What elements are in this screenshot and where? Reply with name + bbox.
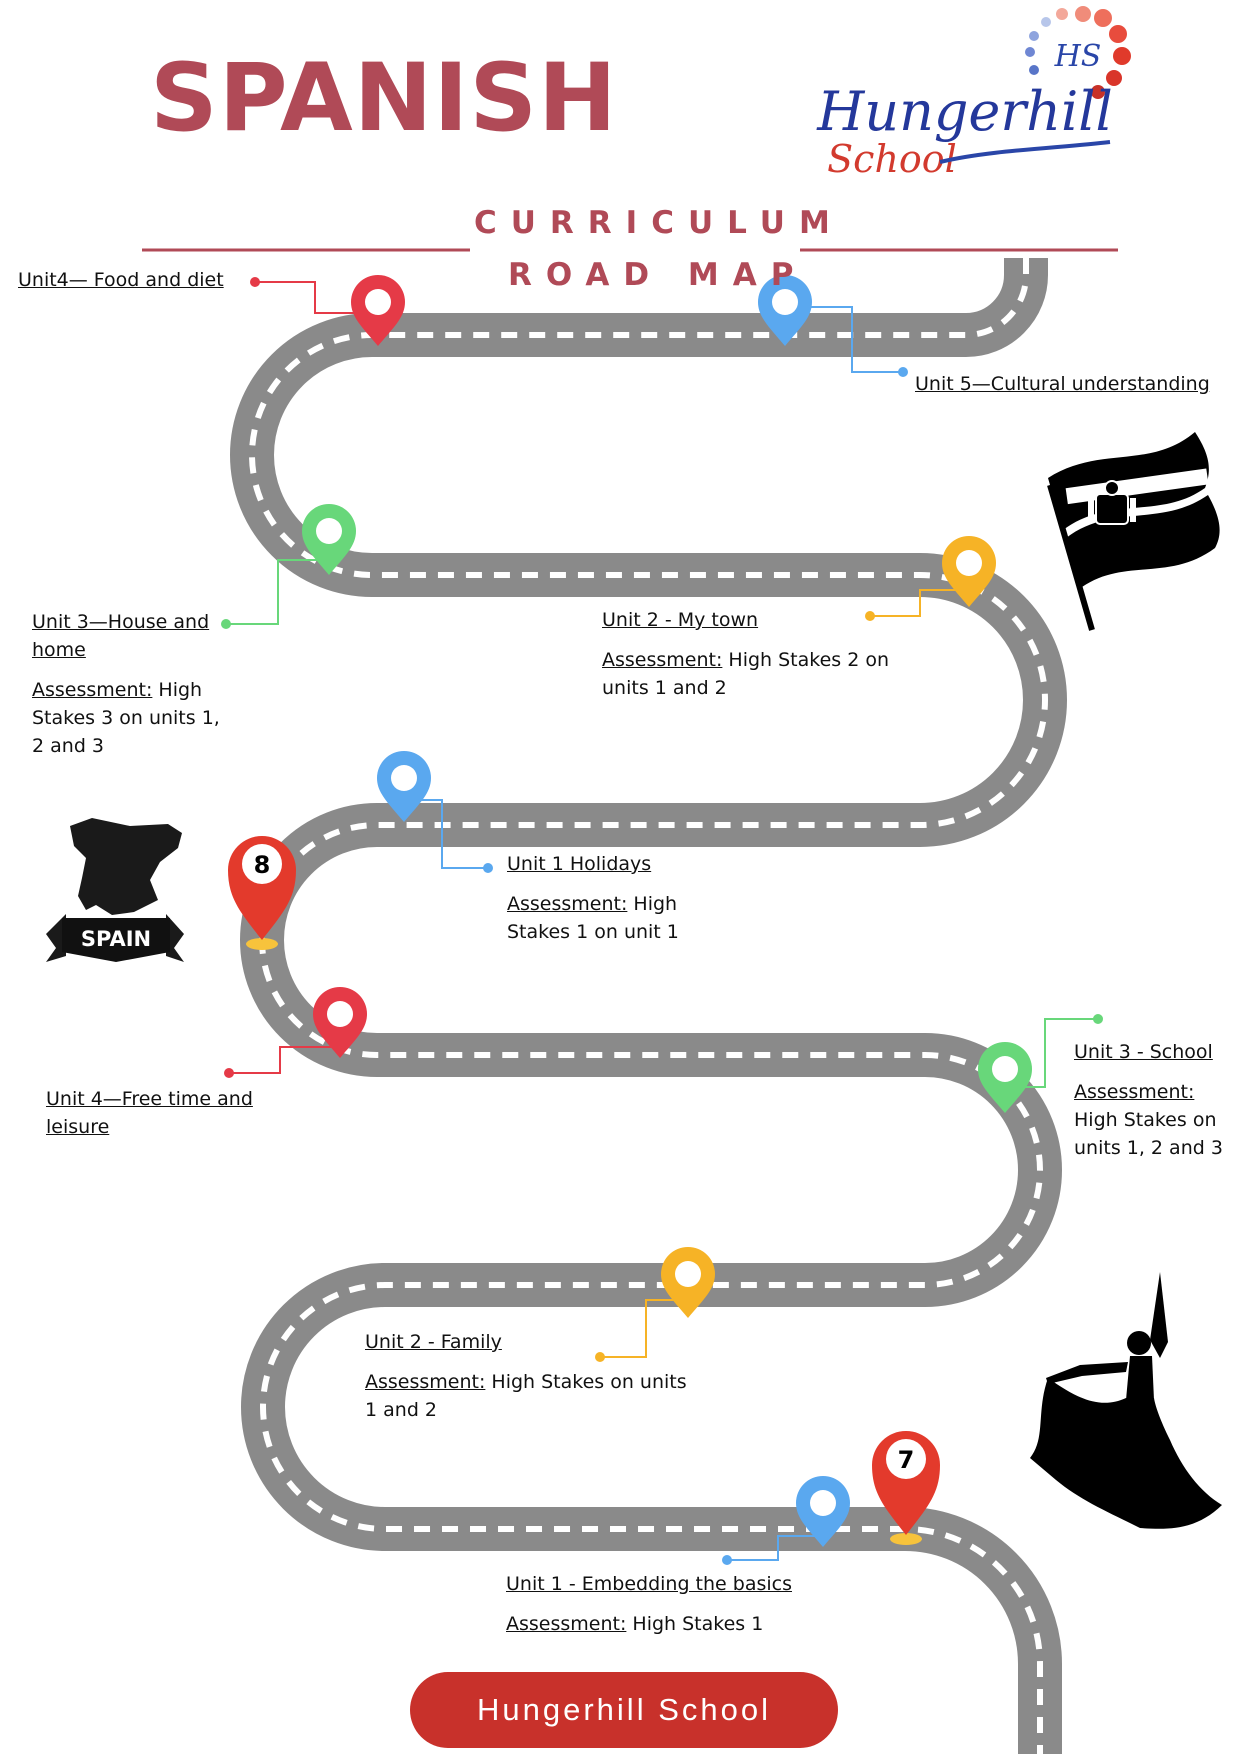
milestone-y8-unit2: Unit 2 - My town Assessment: High Stakes…: [602, 606, 892, 702]
milestone-unit-label: Unit 3 - School: [1074, 1041, 1213, 1063]
milestone-unit-label: Unit 5—Cultural understanding: [915, 373, 1210, 395]
logo-monogram: HS: [1054, 39, 1102, 74]
assessment-heading: Assessment:: [32, 679, 153, 701]
milestone-unit-label: Unit 3—House and home: [32, 611, 210, 661]
connector-y8-unit5: [803, 306, 903, 373]
assessment-heading: Assessment:: [506, 1613, 627, 1635]
assessment-text: High Stakes 1: [626, 1613, 764, 1635]
connector-y7-unit4: [229, 1046, 334, 1074]
assessment-heading: Assessment:: [507, 893, 628, 915]
assessment-text: High Stakes on units 1 and 2: [365, 1371, 687, 1421]
assessment-text: High Stakes on units 1, 2 and 3: [1074, 1109, 1223, 1159]
flamenco-dancer-icon: [1030, 1272, 1222, 1529]
connector-y8-unit4: [255, 281, 378, 314]
assessment-heading: Assessment:: [602, 649, 723, 671]
map-pin-icon-y8-unit4: [351, 275, 405, 346]
milestone-unit-label: Unit 2 - My town: [602, 609, 759, 631]
year-8-pin-icon: 8: [227, 835, 297, 950]
map-pin-icon-y7-unit4: [313, 987, 367, 1058]
milestone-y7-unit1: Unit 1 - Embedding the basics Assessment…: [506, 1570, 826, 1638]
milestone-assessment: Assessment: High Stakes on units 1, 2 an…: [1074, 1078, 1234, 1162]
map-pin-icon-y8-unit1: [377, 751, 431, 822]
assessment-text: High Stakes 1 on unit 1: [507, 893, 679, 943]
year-7-pin-icon: 7: [872, 1431, 940, 1545]
spanish-flag-icon: [1047, 432, 1220, 631]
winding-road: [229, 258, 1068, 1754]
milestone-assessment: Assessment: High Stakes 2 on units 1 and…: [602, 646, 892, 702]
footer-school-button[interactable]: Hungerhill School: [410, 1672, 838, 1748]
logo-school-word: School: [827, 137, 957, 181]
milestone-assessment: Assessment: High Stakes 1 on unit 1: [507, 890, 717, 946]
spain-map-icon: SPAIN: [46, 818, 184, 962]
milestone-unit-label: Unit 2 - Family: [365, 1331, 502, 1353]
milestone-y8-unit3: Unit 3—House and home Assessment: High S…: [32, 608, 232, 760]
year-8-number: 8: [254, 851, 271, 879]
milestone-y7-unit2: Unit 2 - Family Assessment: High Stakes …: [365, 1328, 695, 1424]
connector-y7-unit2: [600, 1299, 688, 1358]
connector-dots: [221, 277, 1103, 1565]
map-pin-icon-y8-unit5: [758, 275, 812, 346]
map-pin-icon-y7-unit2: [661, 1247, 715, 1318]
connector-y7-unit1: [727, 1535, 823, 1561]
map-pin-icon-y7-unit3: [978, 1042, 1032, 1113]
milestone-unit-label: Unit 4—Free time and leisure: [46, 1088, 253, 1138]
milestone-assessment: Assessment: High Stakes 3 on units 1, 2 …: [32, 676, 232, 760]
milestone-assessment: Assessment: High Stakes on units 1 and 2: [365, 1368, 695, 1424]
milestone-unit-label: Unit 1 Holidays: [507, 853, 652, 875]
milestone-y8-unit4: Unit4— Food and diet: [18, 266, 224, 294]
assessment-text: High Stakes 2 on units 1 and 2: [602, 649, 890, 699]
connector-y8-unit1: [412, 799, 488, 869]
connector-y8-unit3: [226, 559, 322, 625]
milestone-unit-label: Unit4— Food and diet: [18, 269, 224, 291]
assessment-heading: Assessment:: [365, 1371, 486, 1393]
year-7-number: 7: [898, 1446, 915, 1474]
milestone-y8-unit1: Unit 1 Holidays Assessment: High Stakes …: [507, 850, 717, 946]
milestone-assessment: Assessment: High Stakes 1: [506, 1610, 826, 1638]
spain-label: SPAIN: [81, 927, 151, 951]
subtitle-line-2: ROAD MAP: [508, 257, 808, 293]
assessment-text: High Stakes 3 on units 1, 2 and 3: [32, 679, 220, 757]
map-pin-icon-y7-unit1: [796, 1476, 850, 1547]
milestone-y7-unit4: Unit 4—Free time and leisure: [46, 1085, 256, 1141]
milestone-y8-unit5: Unit 5—Cultural understanding: [915, 370, 1210, 398]
connector-y8-unit2: [870, 589, 965, 617]
milestone-y7-unit3: Unit 3 - School Assessment: High Stakes …: [1074, 1038, 1234, 1162]
milestone-unit-label: Unit 1 - Embedding the basics: [506, 1573, 792, 1595]
assessment-heading: Assessment:: [1074, 1081, 1195, 1103]
page-title: SPANISH: [150, 44, 618, 153]
logo-dots-icon: [1025, 6, 1131, 99]
map-pin-icon-y8-unit3: [302, 504, 356, 575]
location-pins: [302, 275, 1032, 1547]
subtitle-line-1: CURRICULUM: [474, 205, 844, 241]
map-pin-icon-y8-unit2: [942, 536, 996, 607]
school-logo: HS Hungerhill School: [816, 6, 1131, 181]
logo-name: Hungerhill: [816, 80, 1113, 143]
